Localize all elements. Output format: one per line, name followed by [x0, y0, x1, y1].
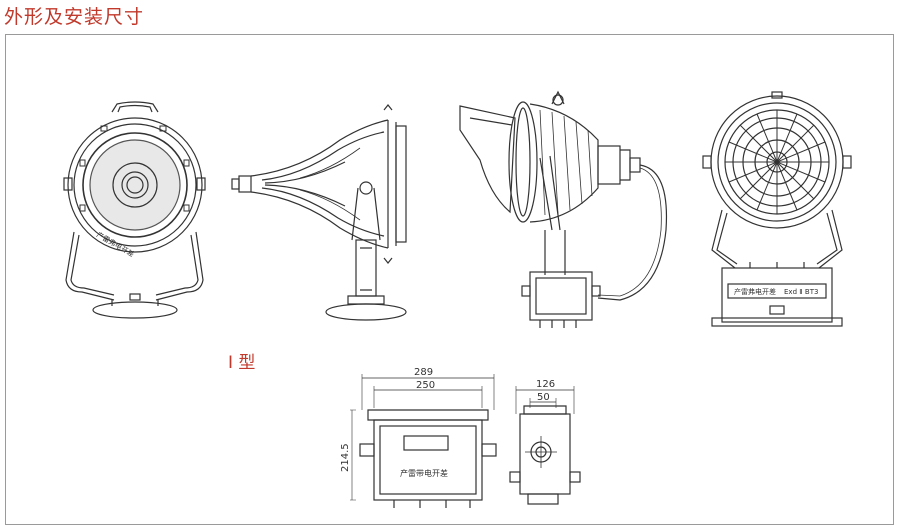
drawing-frame	[5, 34, 894, 525]
back-view-lamp: 产雷弗电开差 Exd Ⅱ BT3	[702, 91, 852, 327]
junction-box-front: 产雷带电开差 289 250 214.5	[340, 367, 497, 508]
box-outer-width-dim: 289	[414, 367, 433, 378]
page-title: 外形及安装尺寸	[4, 6, 145, 28]
box-nameplate: 产雷带电开差	[400, 468, 448, 478]
box-height-dim: 214.5	[340, 443, 351, 472]
front-nameplate: 产雷弗电开差	[95, 230, 136, 259]
side-inner-width-dim: 50	[537, 392, 550, 403]
type-label: I 型	[228, 353, 256, 373]
side-outer-width-dim: 126	[536, 379, 555, 390]
box-inner-width-dim: 250	[416, 380, 435, 391]
front-view-lamp: 产雷弗电开差	[63, 101, 206, 319]
visor-view-lamp	[459, 90, 668, 328]
junction-box-side: 126 50	[509, 379, 581, 505]
back-nameplate-chinese: 产雷弗电开差	[734, 287, 776, 296]
side-view-lamp	[231, 104, 407, 321]
back-nameplate-rating: Exd Ⅱ BT3	[784, 288, 818, 296]
